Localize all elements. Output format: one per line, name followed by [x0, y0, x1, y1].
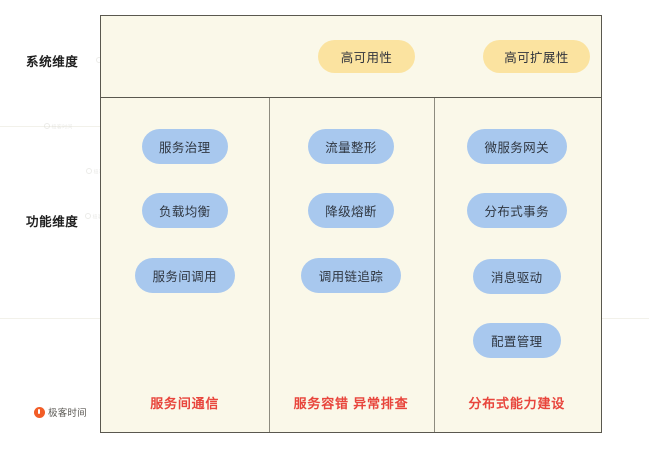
system-dimension-label: 系统维度 [26, 55, 79, 69]
capability-pill[interactable]: 配置管理 [472, 323, 561, 358]
capability-pill[interactable]: 分布式事务 [466, 193, 567, 228]
capability-matrix: 高可用性高可扩展性 服务治理负载均衡服务间调用服务间通信流量整形降级熔断调用链追… [100, 15, 602, 433]
column-divider [268, 98, 270, 432]
capability-column: 流量整形降级熔断调用链追踪服务容错 异常排查 [269, 98, 434, 432]
watermark-dot-icon [86, 168, 92, 174]
watermark-label: 极客时间 [51, 124, 73, 131]
watermark-dot-icon [85, 213, 91, 219]
geektime-logo-icon [34, 406, 45, 418]
function-dimension-label: 功能维度 [26, 215, 79, 229]
system-dimension-pill[interactable]: 高可扩展性 [483, 40, 590, 73]
capability-pill[interactable]: 负载均衡 [141, 193, 228, 228]
column-footer-label: 服务间通信 [150, 396, 220, 411]
system-dimension-row: 高可用性 高可扩展性 [101, 16, 601, 98]
geektime-logo: 极客时间 [34, 405, 87, 419]
column-footer-label: 服务容错 异常排查 [293, 396, 409, 411]
capability-pill[interactable]: 微服务网关 [466, 129, 567, 164]
capability-pill[interactable]: 流量整形 [308, 129, 394, 164]
watermark-dot-icon [44, 123, 50, 129]
column-divider [433, 98, 435, 432]
column-footer-label: 分布式能力建设 [468, 396, 566, 411]
background-guide-line [0, 126, 100, 127]
capability-pill[interactable]: 服务间调用 [134, 258, 235, 293]
capability-pill[interactable]: 服务治理 [141, 129, 228, 164]
capability-pill[interactable]: 降级熔断 [308, 193, 394, 228]
capability-pill[interactable]: 消息驱动 [472, 259, 561, 294]
watermark-text: 极客时间 [44, 123, 73, 131]
system-dimension-pill[interactable]: 高可用性 [318, 40, 415, 73]
function-dimension-row: 服务治理负载均衡服务间调用服务间通信流量整形降级熔断调用链追踪服务容错 异常排查… [101, 98, 601, 432]
capability-column: 微服务网关分布式事务消息驱动配置管理分布式能力建设 [434, 98, 601, 432]
capability-pill[interactable]: 调用链追踪 [301, 258, 401, 293]
capability-column: 服务治理负载均衡服务间调用服务间通信 [101, 98, 269, 432]
geektime-logo-text: 极客时间 [48, 408, 87, 419]
